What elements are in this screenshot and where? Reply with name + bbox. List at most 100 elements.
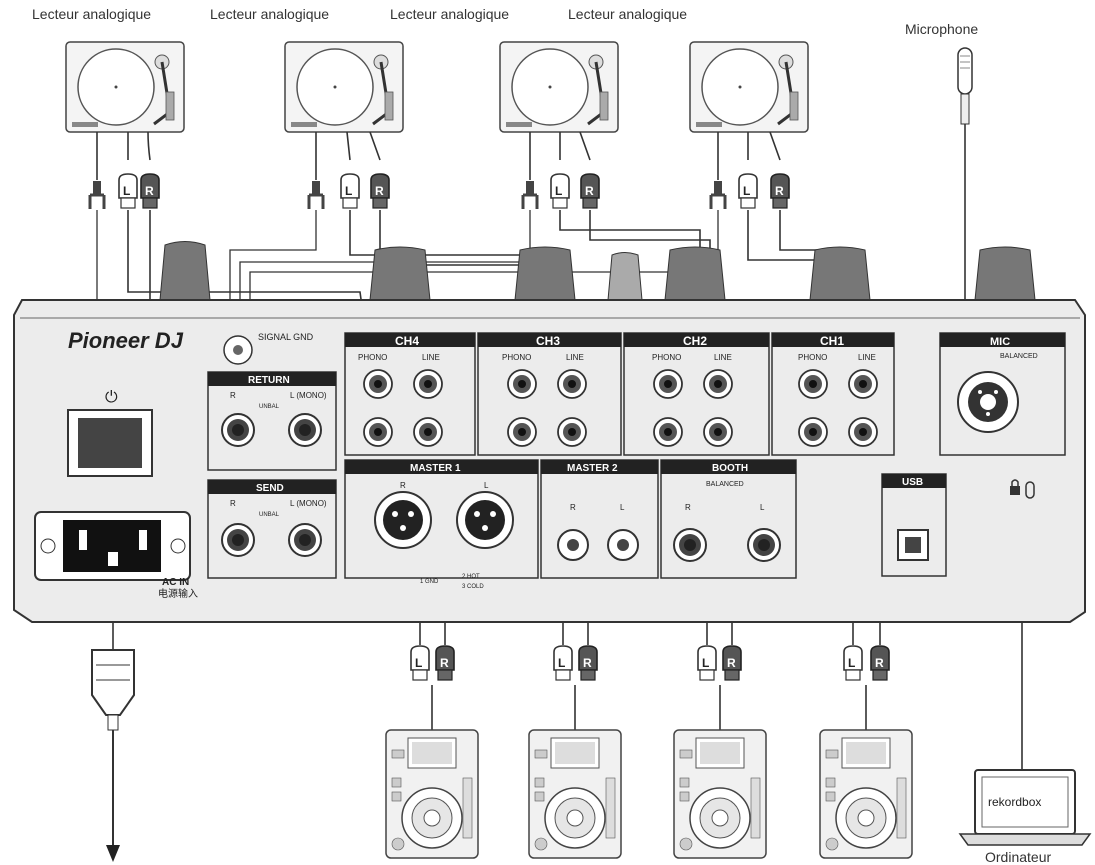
master2-rca-l[interactable] [607,529,639,561]
booth-jack-r[interactable] [673,528,707,562]
ch3-phono-label: PHONO [502,353,531,362]
master1-section [344,459,539,579]
plug-r-cdj3: R [727,656,736,670]
return-label: RETURN [248,375,290,386]
signal-gnd-terminal [223,335,253,365]
plug-l-cdj1: L [415,656,422,670]
plug-r-cdj4: R [875,656,884,670]
microphone-label: Microphone [905,21,978,37]
send-l-label: L (MONO) [290,499,327,508]
usb-port[interactable] [897,529,929,561]
ch2-phono-label: PHONO [652,353,681,362]
turntable-2 [283,40,405,134]
arrow-down-icon [106,845,120,862]
laptop-icon [958,769,1092,846]
return-section [207,371,337,471]
usb-section [881,473,947,577]
signal-gnd-label: SIGNAL GND [258,332,314,342]
send-unbal-label: UNBAL [259,512,280,518]
power-plug [91,649,135,731]
booth-balanced-label: BALANCED [706,481,744,488]
plug-r-cdj2: R [583,656,592,670]
mic-section [939,332,1066,456]
plug-r-cdj1: R [440,656,449,670]
plug-l-tt3: L [555,184,562,198]
ac-inlet[interactable] [34,511,191,581]
booth-l-label: L [760,503,765,512]
top-knobs [159,241,1036,301]
turntable-label-1: Lecteur analogique [32,6,151,22]
ac-in-label: AC IN [162,577,189,588]
master2-section [540,459,659,579]
ch1-line-label: LINE [858,353,876,362]
xlr-legend-3: 3 COLD [462,584,484,590]
master1-r-label: R [400,481,406,490]
send-label: SEND [256,483,284,494]
booth-r-label: R [685,503,691,512]
ch4-line-label: LINE [422,353,440,362]
master1-xlr-l[interactable] [456,491,514,549]
cdj-player-4 [819,729,913,859]
plug-l-cdj2: L [558,656,565,670]
booth-label: BOOTH [712,463,748,474]
booth-section [660,459,797,579]
xlr-legend-2: 2 HOT [462,574,480,580]
send-r-label: R [230,499,236,508]
return-l-jack[interactable] [288,413,322,447]
mic-label: MIC [990,336,1010,348]
plug-r-tt1: R [145,184,154,198]
mic-balanced-label: BALANCED [1000,353,1038,360]
power-switch[interactable] [67,409,153,477]
cdj-player-3 [673,729,767,859]
laptop-screen-label: rekordbox [988,795,1041,809]
ch3-line-label: LINE [566,353,584,362]
computer-label: Ordinateur [985,849,1051,865]
cdj-plugs [410,645,890,681]
ch1-phono-label: PHONO [798,353,827,362]
xlr-legend-1: 1 GND [420,579,439,585]
return-l-label: L (MONO) [290,391,327,400]
master1-xlr-r[interactable] [374,491,432,549]
lock-icon [1010,479,1035,499]
master1-label: MASTER 1 [410,463,461,474]
turntable-1 [64,40,186,134]
brand-logo: Pioneer DJ [68,328,184,353]
plug-r-tt4: R [775,184,784,198]
master2-rca-r[interactable] [557,529,589,561]
return-r-jack[interactable] [221,413,255,447]
plug-l-tt4: L [743,184,750,198]
send-r-jack[interactable] [221,523,255,557]
ch4-label: CH4 [395,334,419,348]
send-l-jack[interactable] [288,523,322,557]
plug-l-tt2: L [345,184,352,198]
plug-r-tt3: R [585,184,594,198]
return-unbal-label: UNBAL [259,404,280,410]
turntable-4 [688,40,810,134]
booth-jack-l[interactable] [747,528,781,562]
turntable-plugs: L R L R L R L R [88,173,790,211]
master2-label: MASTER 2 [567,463,618,474]
turntable-label-4: Lecteur analogique [568,6,687,22]
mic-combo-jack[interactable] [957,371,1019,433]
plug-l-cdj3: L [702,656,709,670]
ch4-phono-label: PHONO [358,353,387,362]
turntable-label-2: Lecteur analogique [210,6,329,22]
power-icon: ⏻ [105,389,118,406]
cdj-player-1 [385,729,479,859]
plug-l-cdj4: L [848,656,855,670]
master2-r-label: R [570,503,576,512]
master2-l-label: L [620,503,625,512]
cdj-player-2 [528,729,622,859]
turntable-label-3: Lecteur analogique [390,6,509,22]
master1-l-label: L [484,481,489,490]
plug-l-tt1: L [123,184,130,198]
ac-in-cn-label: 电源输入 [158,587,198,600]
return-r-label: R [230,391,236,400]
microphone-icon [957,47,973,125]
ch3-label: CH3 [536,334,560,348]
ch1-label: CH1 [820,334,844,348]
send-section [207,479,337,579]
usb-label: USB [902,477,923,488]
plug-r-tt2: R [375,184,384,198]
